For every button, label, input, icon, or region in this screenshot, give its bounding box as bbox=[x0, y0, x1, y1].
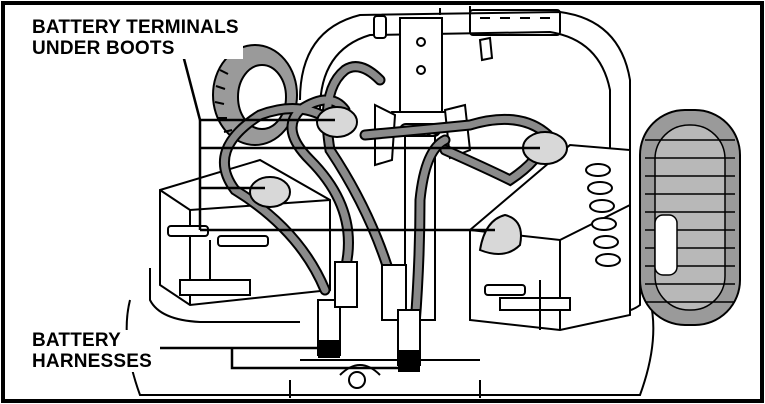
battery-right bbox=[469, 143, 631, 332]
callout-harnesses-line-1: BATTERY bbox=[32, 330, 122, 351]
callout-harnesses-line-2: HARNESSES bbox=[32, 351, 153, 372]
callout-battery-harnesses: BATTERY HARNESSES bbox=[30, 330, 157, 372]
callout-terminals-line-1: BATTERY TERMINALS bbox=[32, 17, 239, 38]
harness-connectors bbox=[317, 261, 421, 372]
tire-right bbox=[639, 109, 741, 326]
callout-terminals-line-2: UNDER BOOTS bbox=[32, 38, 175, 59]
rear-frame bbox=[299, 6, 631, 150]
tire-left bbox=[212, 44, 298, 146]
callout-battery-terminals: BATTERY TERMINALS UNDER BOOTS bbox=[30, 17, 243, 59]
leader-terminals bbox=[181, 54, 540, 232]
chassis bbox=[125, 268, 655, 398]
terminal-boots bbox=[249, 106, 568, 255]
leader-harnesses bbox=[160, 346, 398, 370]
